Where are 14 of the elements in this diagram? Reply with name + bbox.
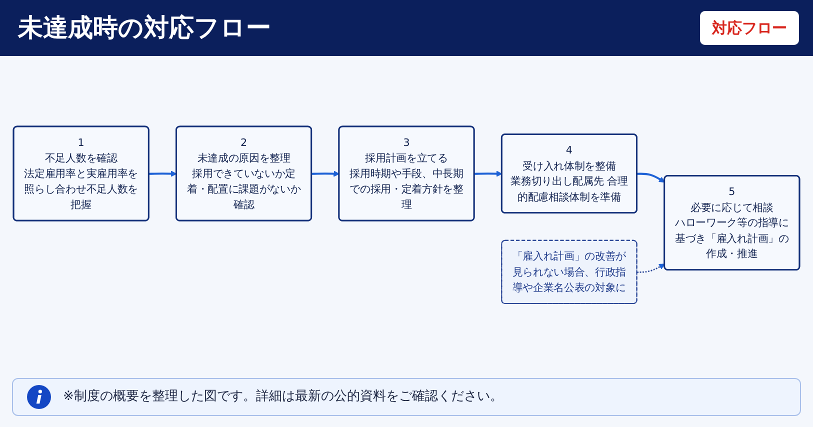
step-card: 3 採用計画を立てる 採用時期や手段、中長期での採用・定着方針を整理 [338,126,475,222]
arrow [148,170,177,177]
arrow [312,170,340,177]
tag-label: 対応フロー [700,11,799,45]
diagram-title: 未達成時の対応フロー [18,12,271,44]
arrow [637,172,665,182]
step-card: 5 必要に応じて相談 ハローワーク等の指導に基づき「雇入れ計画」の作成・推進 [664,175,800,270]
footnote-text: ※制度の概要を整理した図です。詳細は最新の公的資料をご確認ください。 [63,388,503,406]
callout-bubble: 「雇入れ計画」の改善が見られない場合、行政指導や企業名公表の対象に [501,240,638,304]
step-card: 1 不足人数を確認 法定雇用率と実雇用率を照らし合わせ不足人数を把握 [12,126,150,222]
step-card: 2 未達成の原因を整理 採用できていないか定着・配置に課題がないか確認 [176,126,312,222]
arrow [474,170,502,177]
step-card: 4 受け入れ体制を整備 業務切り出し配属先 合理的配慮相談体制を準備 [500,134,638,214]
dashed-connector [637,264,665,273]
